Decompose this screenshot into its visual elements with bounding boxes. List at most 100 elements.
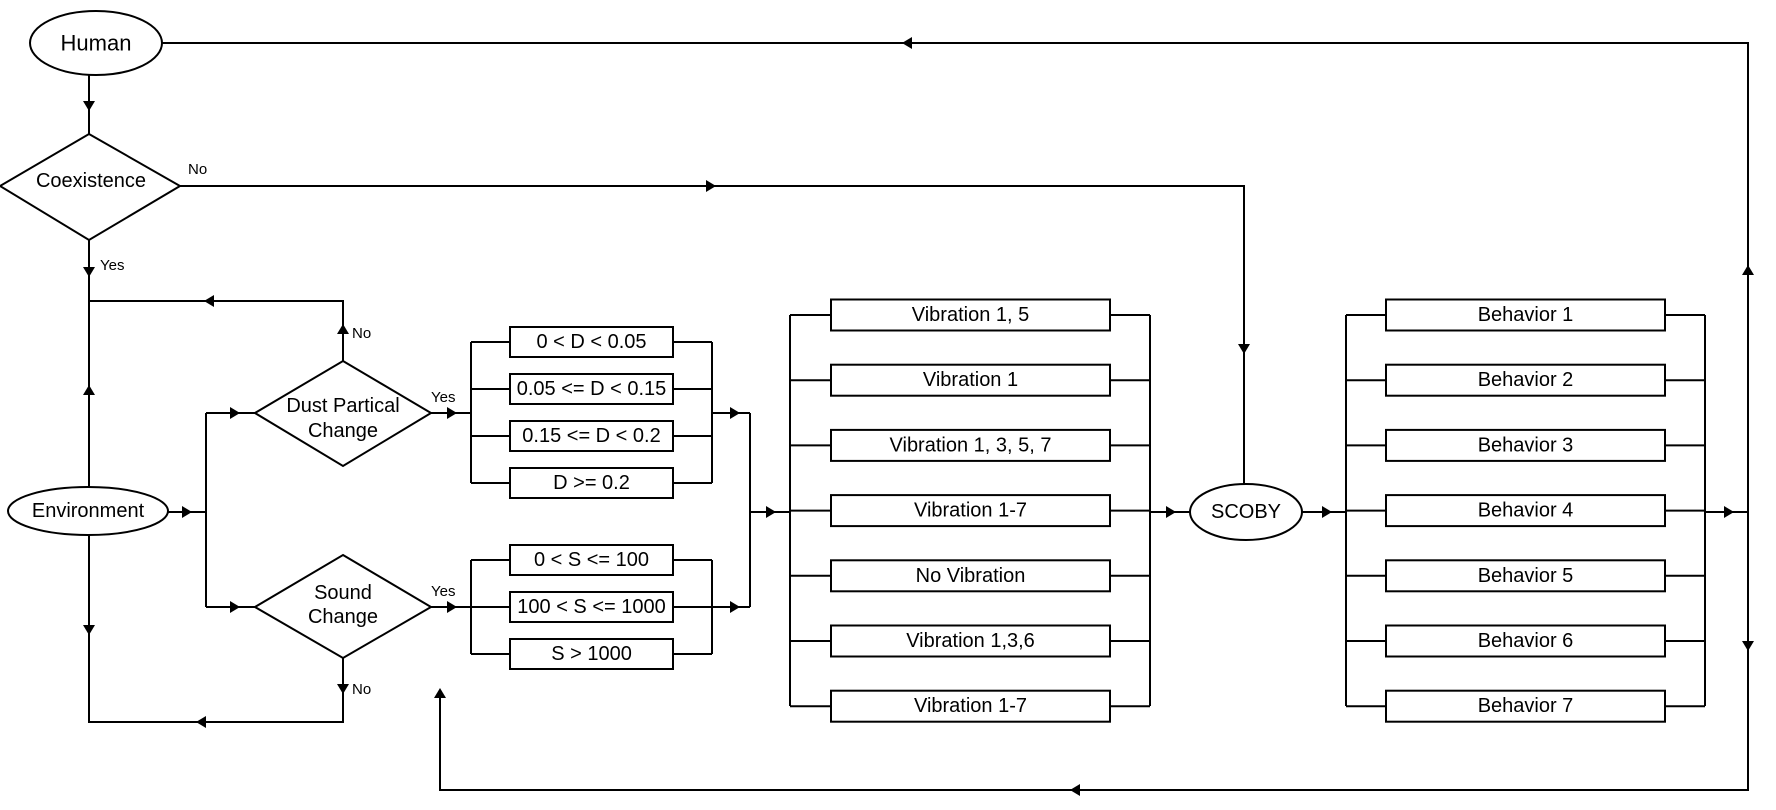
environment-ellipse bbox=[7, 486, 169, 536]
dust-change-diamond bbox=[253, 359, 433, 468]
behavior-rect bbox=[1385, 559, 1666, 593]
coexistence-yes-label: Yes bbox=[100, 257, 124, 274]
arrow-up-right-loop bbox=[1742, 265, 1754, 275]
arrow-down-coexistence-yes bbox=[83, 267, 95, 277]
behavior-rect bbox=[1385, 689, 1666, 723]
human-node: Human bbox=[29, 10, 163, 76]
arrow-left-loop-bottom bbox=[196, 716, 206, 728]
sound-range-rect bbox=[509, 544, 674, 576]
dust-range-label: 0.15 <= D < 0.2 bbox=[522, 425, 660, 447]
coexistence-diamond bbox=[0, 132, 182, 242]
sound-range-rect bbox=[509, 638, 674, 670]
sound-range-label: 0 < S <= 100 bbox=[534, 549, 649, 571]
vibration-box: Vibration 1-7 bbox=[830, 494, 1111, 528]
dust-change-label-line1: Dust Partical bbox=[286, 395, 399, 417]
vibration-rect bbox=[830, 363, 1111, 397]
vibration-label: Vibration 1,3,6 bbox=[906, 630, 1035, 652]
dust-range-box: 0 < D < 0.05 bbox=[509, 326, 674, 358]
dust-range-list: 0 < D < 0.05 0.05 <= D < 0.15 0.15 <= D < … bbox=[509, 326, 674, 499]
dust-range-rect bbox=[509, 467, 674, 499]
behavior-list: Behavior 1 Behavior 2 Behavior 3 Behavior 4… bbox=[1385, 298, 1666, 723]
arrow-right-merge bbox=[766, 506, 776, 518]
scoby-node: SCOBY bbox=[1189, 483, 1303, 541]
behavior-label: Behavior 3 bbox=[1478, 434, 1574, 456]
arrow-right-dust-yes bbox=[447, 407, 457, 419]
behavior-label: Behavior 5 bbox=[1478, 565, 1574, 587]
arrow-down-env-bottom bbox=[83, 625, 95, 635]
vibration-box: Vibration 1, 3, 5, 7 bbox=[830, 428, 1111, 462]
vibration-list: Vibration 1, 5 Vibration 1 Vibration 1, 3,… bbox=[830, 298, 1111, 723]
sound-range-rect bbox=[509, 591, 674, 623]
behavior-box: Behavior 7 bbox=[1385, 689, 1666, 723]
human-ellipse bbox=[29, 10, 163, 76]
vibration-box: Vibration 1-7 bbox=[830, 689, 1111, 723]
behavior-box: Behavior 4 bbox=[1385, 494, 1666, 528]
dust-range-rect bbox=[509, 373, 674, 405]
arrow-right-scoby-out bbox=[1322, 506, 1332, 518]
arrow-down-human bbox=[83, 101, 95, 111]
vibration-rect bbox=[830, 428, 1111, 462]
dust-range-box: 0.05 <= D < 0.15 bbox=[509, 373, 674, 405]
vibration-label: Vibration 1, 3, 5, 7 bbox=[890, 434, 1052, 456]
behavior-rect bbox=[1385, 494, 1666, 528]
vibration-box: Vibration 1, 5 bbox=[830, 298, 1111, 332]
dust-range-box: 0.15 <= D < 0.2 bbox=[509, 420, 674, 452]
sound-yes-label: Yes bbox=[431, 583, 455, 600]
arrow-left-human-loop bbox=[902, 37, 912, 49]
behavior-label: Behavior 2 bbox=[1478, 369, 1574, 391]
arrow-left-bottom-loop bbox=[1070, 784, 1080, 796]
arrow-right-env bbox=[182, 506, 192, 518]
sound-range-box: 0 < S <= 100 bbox=[509, 544, 674, 576]
sound-no-label: No bbox=[352, 681, 371, 698]
arrow-right-behavior-out bbox=[1724, 506, 1734, 518]
vibration-label: Vibration 1 bbox=[923, 369, 1018, 391]
dust-range-label: D >= 0.2 bbox=[553, 472, 630, 494]
behavior-rect bbox=[1385, 428, 1666, 462]
arrow-right-dust-out bbox=[730, 407, 740, 419]
arrow-right-sound-out bbox=[730, 601, 740, 613]
behavior-label: Behavior 7 bbox=[1478, 695, 1574, 717]
arrow-right-vibration-out bbox=[1166, 506, 1176, 518]
behavior-box: Behavior 5 bbox=[1385, 559, 1666, 593]
dust-range-label: 0.05 <= D < 0.15 bbox=[517, 378, 667, 400]
behavior-rect bbox=[1385, 624, 1666, 658]
arrow-right-dust bbox=[230, 407, 240, 419]
vibration-label: Vibration 1-7 bbox=[914, 695, 1027, 717]
environment-label: Environment bbox=[32, 500, 145, 522]
behavior-label: Behavior 1 bbox=[1478, 304, 1574, 326]
arrow-down-sound-no bbox=[337, 684, 349, 694]
arrow-right-sound bbox=[230, 601, 240, 613]
sound-range-box: 100 < S <= 1000 bbox=[509, 591, 674, 623]
coexistence-label: Coexistence bbox=[36, 170, 146, 192]
sound-change-label-line2: Change bbox=[308, 606, 378, 628]
sound-range-box: S > 1000 bbox=[509, 638, 674, 670]
edge-dust-no bbox=[89, 300, 344, 361]
environment-node: Environment bbox=[7, 486, 169, 536]
behavior-box: Behavior 2 bbox=[1385, 363, 1666, 397]
edge-coexistence-no bbox=[180, 185, 1245, 484]
arrow-right-sound-yes bbox=[447, 601, 457, 613]
sound-range-label: 100 < S <= 1000 bbox=[517, 596, 665, 618]
vibration-rect bbox=[830, 559, 1111, 593]
dust-range-rect bbox=[509, 326, 674, 358]
sound-range-list: 0 < S <= 100 100 < S <= 1000 S > 1000 bbox=[509, 544, 674, 670]
dust-range-rect bbox=[509, 420, 674, 452]
vibration-label: Vibration 1-7 bbox=[914, 500, 1027, 522]
behavior-label: Behavior 4 bbox=[1478, 500, 1574, 522]
vibration-box: Vibration 1 bbox=[830, 363, 1111, 397]
vibration-rect bbox=[830, 298, 1111, 332]
arrow-down-right-loop bbox=[1742, 641, 1754, 651]
arrow-up-dust-no bbox=[337, 324, 349, 334]
sound-change-label-line1: Sound bbox=[314, 582, 372, 604]
behavior-box: Behavior 6 bbox=[1385, 624, 1666, 658]
dust-no-label: No bbox=[352, 325, 371, 342]
behavior-box: Behavior 1 bbox=[1385, 298, 1666, 332]
vibration-box: No Vibration bbox=[830, 559, 1111, 593]
arrow-up-loop-return bbox=[434, 688, 446, 698]
behavior-rect bbox=[1385, 298, 1666, 332]
edge-labels: No Yes No Yes Yes No bbox=[100, 161, 455, 698]
scoby-ellipse bbox=[1189, 483, 1303, 541]
human-label: Human bbox=[61, 31, 132, 56]
dust-change-node: Dust Partical Change bbox=[253, 359, 433, 468]
